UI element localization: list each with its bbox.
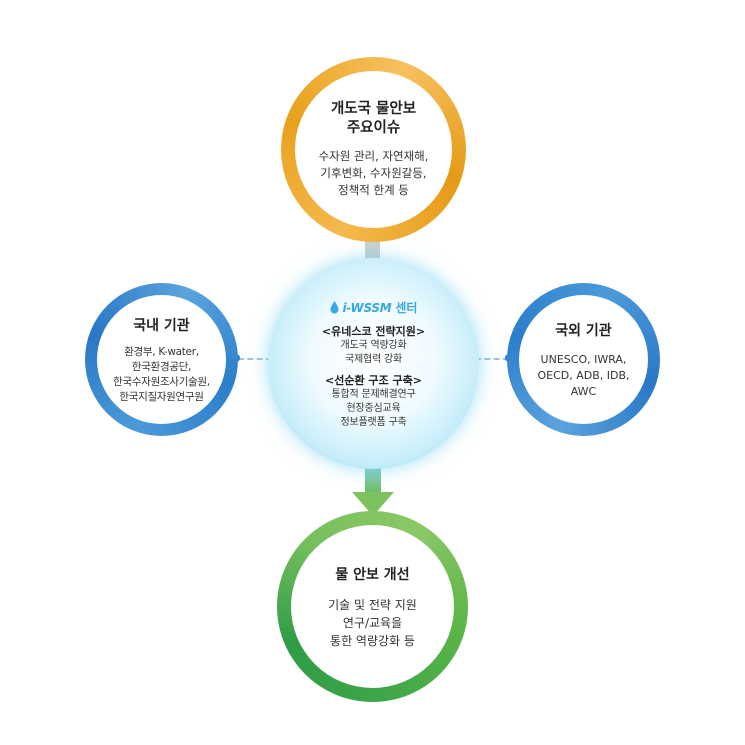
bottom-body-line: 기술 및 전략 지원 [328,597,417,612]
center-section-title: <선순환 구조 구축> [325,374,422,387]
iwssm-center-label: 센터 [395,301,418,315]
center-section-line: 정보플랫폼 구축 [340,417,407,428]
left-body-line: 한국수자원조사기술원, [113,375,210,388]
right-body-line: OECD, ADB, IDB, [537,368,630,382]
center-section-title: <유네스코 전략지원> [321,325,426,338]
right-dashed-connector [475,358,509,360]
left-dashed-connector [238,358,272,360]
international-institutions-node: 국외 기관 UNESCO, IWRA, OECD, ADB, IDB, AWC [507,283,660,436]
top-connector-bar [365,238,380,264]
top-body: 수자원 관리, 자연재해, 기후변화, 수자원갈등, 정책적 한계 등 [319,148,429,199]
center-section-line: 현장중심교육 [346,403,401,414]
center-section-line: 통합적 문제해결연구 [331,389,416,400]
bottom-body-line: 통한 역량강화 등 [330,633,415,648]
center-section-line: 국제협력 강화 [345,354,402,365]
top-body-line: 수자원 관리, 자연재해, [318,149,429,163]
left-body-line: 한국지질자원연구원 [119,390,204,403]
top-title-line: 주요이슈 [346,120,401,136]
domestic-institutions-node: 국내 기관 환경부, K-water, 한국환경공단, 한국수자원조사기술원, … [85,283,238,436]
water-security-improvement-node: 물 안보 개선 기술 및 전략 지원 연구/교육을 통한 역량강화 등 [277,511,468,702]
left-title: 국내 기관 [133,317,190,334]
center-section-line: 개도국 역량강화 [340,340,407,351]
right-body: UNESCO, IWRA, OECD, ADB, IDB, AWC [537,352,629,400]
left-body: 환경부, K-water, 한국환경공단, 한국수자원조사기술원, 한국지질자원… [113,345,210,405]
top-title-line: 개도국 물안보 [330,101,417,117]
right-body-line: AWC [570,384,597,398]
water-security-issues-node: 개도국 물안보 주요이슈 수자원 관리, 자연재해, 기후변화, 수자원갈등, … [281,57,466,242]
right-body-line: UNESCO, IWRA, [540,352,627,366]
bottom-title: 물 안보 개선 [335,566,410,583]
bottom-body-line: 연구/교육을 [342,615,403,630]
top-body-line: 기후변화, 수자원갈등, [320,166,427,180]
iwssm-logo-text: i-WSSM [342,300,392,315]
water-drop-icon [330,301,339,314]
left-body-line: 환경부, K-water, [124,345,199,358]
bottom-arrow [352,462,394,516]
right-title: 국외 기관 [555,322,612,339]
iwssm-brand: i-WSSM 센터 [330,299,418,316]
left-body-line: 한국환경공단, [131,360,192,373]
top-title: 개도국 물안보 주요이슈 [331,100,416,138]
iwssm-center-node: i-WSSM 센터 <유네스코 전략지원> 개도국 역량강화 국제협력 강화 <… [268,258,479,469]
top-body-line: 정책적 한계 등 [338,183,409,197]
bottom-body: 기술 및 전략 지원 연구/교육을 통한 역량강화 등 [328,596,417,650]
